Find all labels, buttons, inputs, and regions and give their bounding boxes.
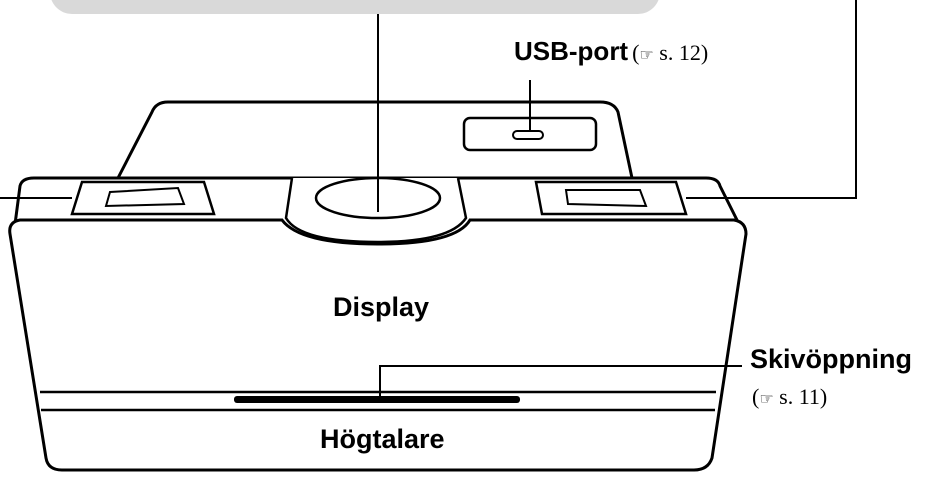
usb-port-label-group: USB-port (☞ s. 12) [514,36,709,66]
disc-slot-ref-group: (☞ s. 11) [752,384,828,409]
disc-slot-label: Skivöppning [750,344,912,374]
disc-slot-page-ref: s. 11 [779,384,820,409]
pointing-hand-icon: ☞ [759,389,774,408]
usb-port-slot [512,130,544,140]
device-front-panel [8,218,748,472]
left-control-key [104,186,186,208]
usb-port-page-ref: s. 12 [659,40,701,65]
right-control-key [564,189,648,208]
leader-disc-slot [379,365,742,398]
top-callout-box [51,0,659,14]
leader-right-pad [686,0,857,199]
speaker-label: Högtalare [320,424,445,454]
display-label: Display [333,292,430,322]
usb-port-label: USB-port [514,36,629,66]
pointing-hand-icon: ☞ [639,45,654,64]
disc-slot [234,396,520,403]
